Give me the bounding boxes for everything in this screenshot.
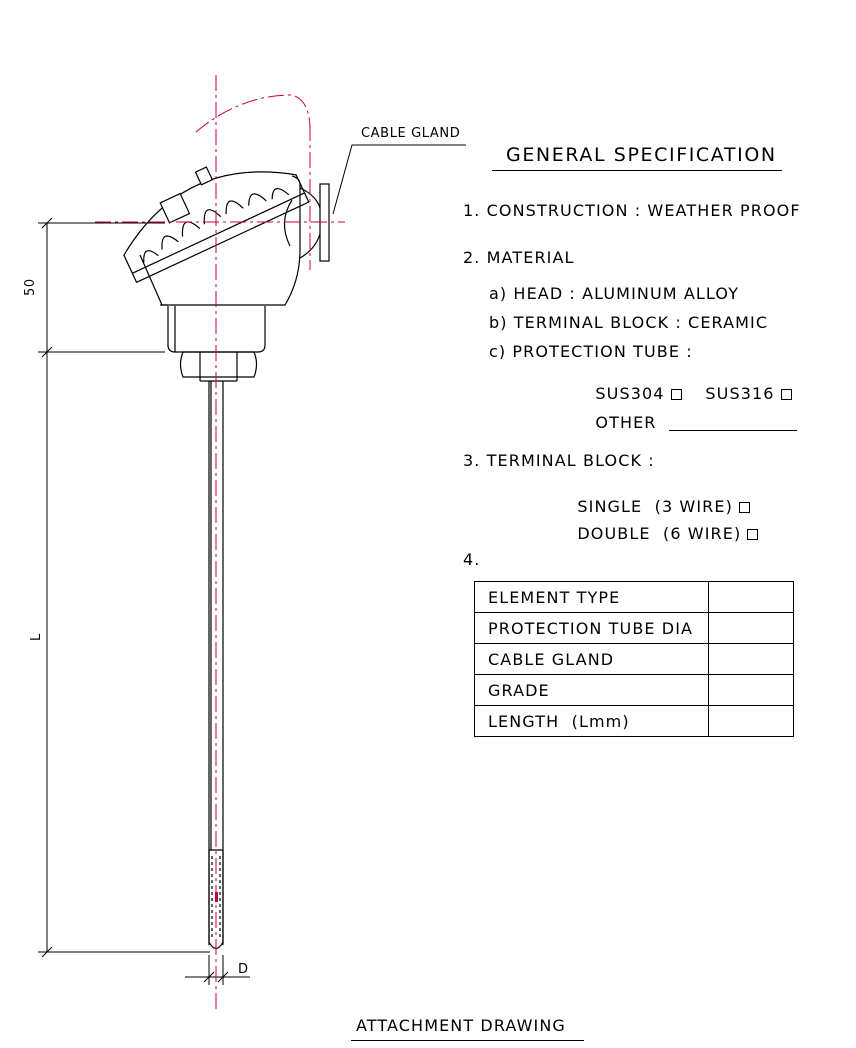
head-body	[139, 175, 301, 306]
table-label-grade: GRADE	[474, 674, 709, 706]
table-value-protection-tube-dia[interactable]	[708, 612, 794, 644]
spec-table: ELEMENT TYPE PROTECTION TUBE DIA CABLE G…	[474, 581, 794, 737]
wire-loop	[195, 94, 311, 133]
dimension-50	[38, 217, 165, 358]
option-sus304-label: SUS304	[595, 384, 665, 403]
spec-item-protection-tube: c) PROTECTION TUBE :	[489, 342, 693, 361]
dimension-diameter-label: D	[238, 962, 249, 977]
table-label-element-type: ELEMENT TYPE	[474, 581, 709, 613]
head-cover	[123, 166, 310, 284]
cable-gland-label: CABLE GLAND	[361, 126, 461, 141]
spec-title-underline	[492, 170, 782, 171]
spec-item-terminal-block: 3. TERMINAL BLOCK :	[463, 451, 655, 470]
option-sus316-label: SUS316	[705, 384, 775, 403]
option-double: DOUBLE (6 WIRE)	[565, 510, 759, 543]
spec-item-construction: 1. CONSTRUCTION : WEATHER PROOF	[463, 201, 801, 220]
table-row: ELEMENT TYPE	[474, 581, 794, 613]
table-row: CABLE GLAND	[474, 643, 794, 675]
option-sus304: SUS304	[583, 370, 682, 402]
option-double-label: DOUBLE (6 WIRE)	[577, 524, 742, 543]
dimension-length	[38, 352, 210, 958]
table-value-length[interactable]	[708, 705, 794, 737]
hex-nut	[179, 351, 258, 378]
table-row: LENGTH (Lmm)	[474, 705, 794, 737]
footer-underline	[351, 1040, 584, 1041]
spec-item-head: a) HEAD : ALUMINUM ALLOY	[489, 284, 740, 303]
spec-item-terminal-block-material: b) TERMINAL BLOCK : CERAMIC	[489, 313, 769, 332]
sus304-checkbox[interactable]	[670, 389, 682, 400]
dimension-50-label: 50	[23, 278, 38, 296]
table-value-element-type[interactable]	[708, 581, 794, 613]
spec-title: GENERAL SPECIFICATION	[506, 144, 777, 166]
sensor-tip	[208, 849, 224, 950]
table-label-protection-tube-dia: PROTECTION TUBE DIA	[474, 612, 709, 644]
sus316-checkbox[interactable]	[780, 389, 792, 400]
footer-title: ATTACHMENT DRAWING	[356, 1016, 566, 1035]
dimension-length-label: L	[29, 633, 44, 641]
table-value-grade[interactable]	[708, 674, 794, 706]
spec-item-4: 4.	[463, 550, 481, 569]
option-other: OTHER	[583, 399, 797, 431]
option-single: SINGLE (3 WIRE)	[565, 483, 750, 515]
double-checkbox[interactable]	[747, 529, 759, 540]
single-checkbox[interactable]	[738, 502, 750, 513]
table-row: PROTECTION TUBE DIA	[474, 612, 794, 644]
cable-gland-leader	[332, 144, 466, 215]
other-blank-field[interactable]	[668, 416, 797, 431]
dimension-diameter	[185, 955, 250, 985]
table-label-cable-gland: CABLE GLAND	[474, 643, 709, 675]
spec-item-material: 2. MATERIAL	[463, 248, 575, 267]
table-label-length: LENGTH (Lmm)	[474, 705, 709, 737]
option-other-label: OTHER	[595, 413, 657, 432]
table-value-cable-gland[interactable]	[708, 643, 794, 675]
table-row: GRADE	[474, 674, 794, 706]
option-single-label: SINGLE (3 WIRE)	[577, 497, 733, 516]
option-sus316: SUS316	[693, 370, 792, 402]
